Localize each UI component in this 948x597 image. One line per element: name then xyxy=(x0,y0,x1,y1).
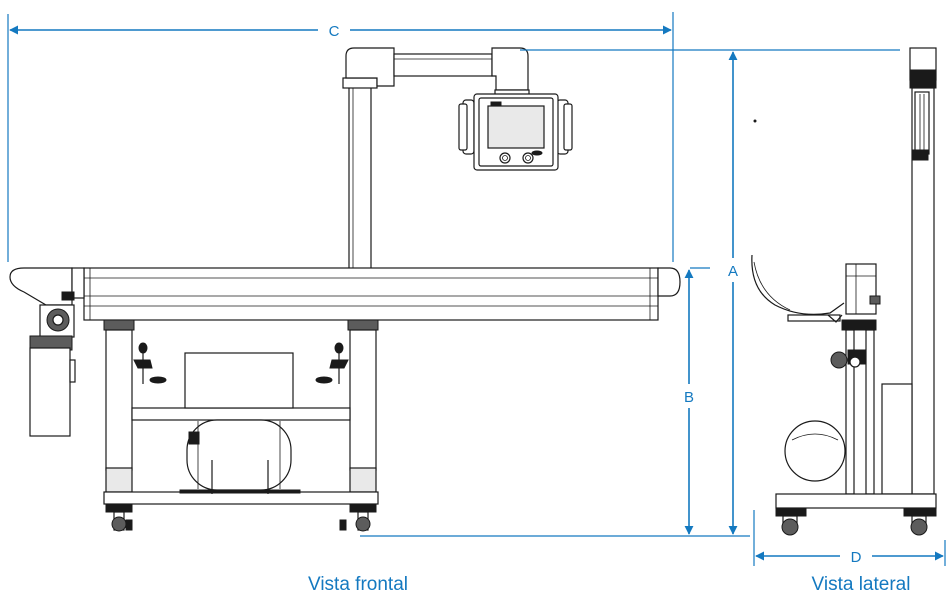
dimension-label-b: B xyxy=(684,389,694,406)
caption-front-view: Vista frontal xyxy=(308,574,408,595)
dimension-lines xyxy=(7,12,946,566)
caption-side-view: Vista lateral xyxy=(812,574,911,595)
dimension-label-c: C xyxy=(329,23,340,40)
dimension-label-a: A xyxy=(728,263,738,280)
front-view xyxy=(9,47,681,532)
side-frame xyxy=(775,263,937,509)
frame-legs xyxy=(103,319,379,505)
dimension-label-d: D xyxy=(851,549,862,566)
side-casters xyxy=(775,507,937,536)
overhead-arm xyxy=(342,47,530,271)
drive-motor xyxy=(29,291,76,437)
side-column xyxy=(753,47,937,495)
side-view xyxy=(751,47,937,536)
control-cabinet xyxy=(179,352,301,494)
front-casters xyxy=(105,503,377,532)
side-hopper xyxy=(751,254,845,315)
conveyor-belt xyxy=(9,267,681,321)
hmi-touch-panel xyxy=(458,93,573,171)
adjust-handles xyxy=(133,342,349,384)
